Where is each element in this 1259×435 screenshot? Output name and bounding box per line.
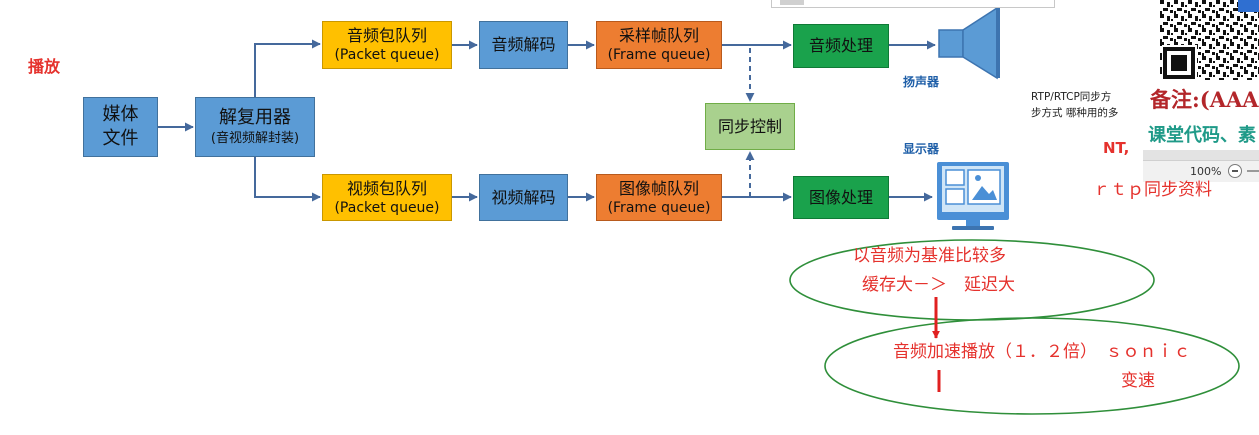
annotation-note1-line2: 缓存大－＞ 延迟大: [862, 275, 1015, 295]
audio-packet-queue-node: 音频包队列 (Packet queue): [322, 21, 452, 69]
zoom-control: 100%: [1143, 150, 1259, 182]
course-code-text: 课堂代码、素: [1148, 125, 1256, 146]
rtp-note: RTP/RTCP同步方 步方式 哪种用的多: [1031, 89, 1118, 121]
video-frame-queue-title: 图像帧队列: [618, 178, 699, 198]
video-processor-node: 图像处理: [793, 176, 889, 219]
video-frame-queue-subtitle: (Frame queue): [607, 199, 711, 216]
remark-text: 备注:(AAA: [1150, 87, 1259, 112]
video-processor-label: 图像处理: [808, 187, 873, 207]
zoom-control-top-strip: [1143, 150, 1259, 160]
zoom-level: 100%: [1190, 165, 1222, 178]
video-frame-queue-node: 图像帧队列 (Frame queue): [596, 174, 722, 221]
video-packet-queue-title: 视频包队列: [346, 178, 427, 198]
media-file-node: 媒体 文件: [83, 97, 158, 157]
media-file-label-line1: 媒体: [102, 104, 139, 125]
video-decoder-label: 视频解码: [491, 187, 556, 207]
speaker-icon: [938, 6, 1000, 80]
demuxer-title: 解复用器: [219, 107, 291, 128]
audio-packet-queue-subtitle: (Packet queue): [334, 47, 440, 63]
rtp-material-text: ｒｔｐ同步资料: [1093, 180, 1212, 200]
annotation-note2-line2: 变速: [1121, 371, 1155, 391]
arrow-demuxer-to-video-packet-queue: [254, 157, 321, 202]
zoom-slider[interactable]: [1247, 170, 1259, 172]
audio-packet-queue-title: 音频包队列: [346, 26, 427, 45]
video-packet-queue-node: 视频包队列 (Packet queue): [322, 174, 452, 221]
monitor-icon: [937, 162, 1009, 230]
video-decoder-node: 视频解码: [479, 174, 568, 221]
play-label: 播放: [28, 57, 61, 76]
demuxer-node: 解复用器 (音视频解封装): [195, 97, 315, 157]
sync-control-node: 同步控制: [705, 103, 795, 150]
sync-control-label: 同步控制: [717, 116, 782, 136]
audio-frame-queue-node: 采样帧队列 (Frame queue): [596, 21, 722, 69]
annotation-note1-line1: 以音频为基准比较多: [853, 246, 1006, 266]
window-strip-block: [780, 0, 804, 5]
audio-frame-queue-subtitle: (Frame queue): [607, 47, 711, 63]
audio-frame-queue-title: 采样帧队列: [618, 26, 699, 45]
rtp-note-line2: 步方式 哪种用的多: [1031, 107, 1119, 119]
speaker-label: 扬声器: [903, 75, 940, 89]
arrow-demuxer-to-audio-packet-queue: [254, 39, 321, 97]
audio-processor-node: 音频处理: [793, 24, 889, 68]
monitor-label: 显示器: [903, 142, 940, 156]
audio-decoder-label: 音频解码: [491, 35, 556, 54]
annotation-ellipse-2: [824, 317, 1240, 415]
media-file-label-line2: 文件: [102, 128, 139, 149]
annotation-note2-line1: 音频加速播放（１．２倍） ｓｏｎｉｃ: [893, 342, 1191, 362]
nt-text: NT,: [1103, 139, 1130, 157]
rtp-note-line1: RTP/RTCP同步方: [1031, 91, 1112, 103]
zoom-out-icon[interactable]: [1228, 164, 1242, 178]
audio-decoder-node: 音频解码: [479, 21, 568, 69]
audio-processor-label: 音频处理: [808, 36, 873, 55]
demuxer-subtitle: (音视频解封装): [210, 131, 300, 146]
video-packet-queue-subtitle: (Packet queue): [334, 199, 440, 216]
qr-code-image: [1160, 0, 1259, 80]
background-window-strip: [771, 0, 1055, 8]
zoom-control-bar: 100%: [1143, 160, 1259, 182]
